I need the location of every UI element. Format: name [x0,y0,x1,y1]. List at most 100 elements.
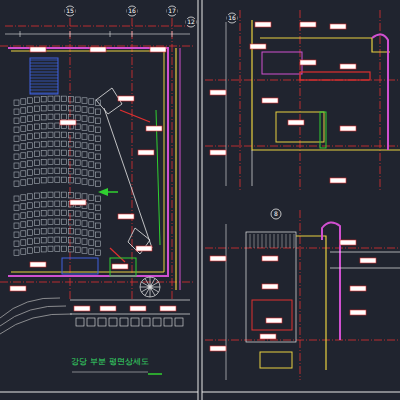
note-mark [266,318,282,323]
seat-symbol [96,127,101,133]
seat-symbol [28,221,33,227]
seat-symbol [96,136,101,142]
seat-symbol [48,192,53,198]
note-mark [210,256,226,261]
seat-symbol [48,96,53,102]
seat-symbol [62,114,67,120]
seat-symbol [62,96,67,102]
seat-symbol [96,241,101,247]
seat-symbol [89,240,94,246]
seat-symbol [41,219,46,225]
seat-symbol [28,107,33,113]
seat-symbol [48,246,53,252]
seat-symbol [28,170,33,176]
seat-symbol [34,220,39,226]
seat-symbol [14,241,19,247]
seat-symbol [41,150,46,156]
seat-symbol [41,141,46,147]
seat-symbol [41,246,46,252]
seat-symbol [28,230,33,236]
seat-symbol [82,152,87,158]
grid-number: 15 [65,8,75,14]
seat-symbol [21,117,26,123]
seat-symbol [34,124,39,130]
seat-symbol [62,150,67,156]
note-mark [70,200,86,205]
note-mark [90,47,106,52]
seat-symbol [82,170,87,176]
seat-symbol [34,160,39,166]
seat-symbol [34,97,39,103]
seat-symbol [82,134,87,140]
seat-symbol [34,115,39,121]
seat-symbol [21,171,26,177]
seat-symbol [75,238,80,244]
seat-symbol [21,144,26,150]
seat-symbol [89,153,94,159]
seat-symbol [55,114,60,120]
seat-symbol [75,220,80,226]
note-mark [138,150,154,155]
seat-symbol [82,125,87,130]
seat-symbol [68,141,73,147]
seat-symbol [96,145,101,151]
seat-symbol [55,201,60,207]
note-mark [210,150,226,155]
grid-number: 12 [186,19,196,25]
note-mark [330,24,346,29]
seat-symbol [89,204,94,210]
seat-symbol [89,99,94,105]
seat-symbol [75,178,80,184]
seat-symbol [89,144,94,150]
grid-number: 17 [167,8,177,14]
seat-symbol [75,115,80,121]
seat-symbol [28,98,33,104]
seat-symbol [96,223,101,229]
seat-symbol [28,179,33,185]
seat-symbol [21,222,26,228]
seat-symbol [28,203,33,209]
seat-symbol [82,230,87,236]
seat-symbol [82,143,87,149]
note-mark [160,306,176,311]
seat-symbol [41,210,46,216]
note-mark [60,120,76,125]
seat-symbol [55,105,60,111]
seat-symbol [89,135,94,141]
seat-symbol [82,107,87,113]
seat-symbol [55,96,60,102]
seat-symbol [75,97,80,103]
seat-symbol [14,205,19,211]
seat-symbol [21,99,26,105]
seat-symbol [62,141,67,147]
seat-symbol [48,141,53,147]
seat-symbol [41,96,46,102]
seat-symbol [34,151,39,157]
seat-symbol [55,132,60,138]
seat-symbol [14,172,19,178]
seat-symbol [14,127,19,133]
seat-symbol [75,247,80,253]
seat-symbol [62,237,67,243]
seat-symbol [96,163,101,169]
note-mark [74,306,90,311]
seat-symbol [34,178,39,184]
seat-symbol [48,132,53,138]
seat-symbol [28,248,33,254]
seat-symbol [62,201,67,207]
seat-symbol [75,211,80,217]
seat-symbol [34,247,39,253]
seat-symbol [28,125,33,130]
seat-symbol [55,219,60,225]
grid-number: 8 [273,211,279,217]
seat-symbol [21,108,26,114]
seat-symbol [89,108,94,114]
seat-symbol [62,228,67,234]
seat-symbol [28,194,33,200]
seat-symbol [96,154,101,160]
seat-symbol [41,168,46,174]
seat-symbol [21,240,26,246]
seat-symbol [68,150,73,156]
seat-symbol [62,168,67,174]
seat-symbol [75,151,80,157]
